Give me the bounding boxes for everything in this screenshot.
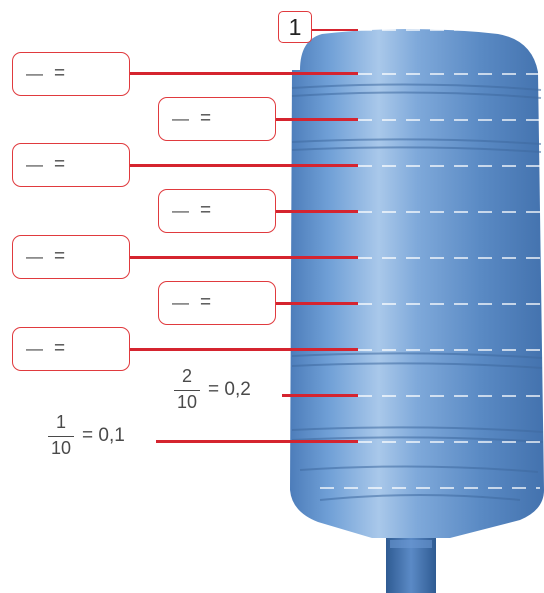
answer-box-1[interactable]: — =	[12, 52, 130, 96]
leader-line-6	[276, 302, 358, 305]
fraction-blank: —	[172, 293, 190, 312]
leader-line-7	[130, 348, 358, 351]
top-level-label: 1	[278, 11, 312, 43]
fraction-bar	[174, 390, 200, 391]
answer-box-2[interactable]: — =	[158, 97, 276, 141]
equals-sign: =	[200, 292, 212, 313]
bottle-body	[290, 29, 544, 538]
fraction-blank: —	[26, 247, 44, 266]
fraction-bar	[48, 436, 74, 437]
denominator: 10	[176, 392, 198, 412]
equals-sign: =	[54, 338, 66, 359]
answer-box-6[interactable]: — =	[158, 281, 276, 325]
answer-box-3[interactable]: — =	[12, 143, 130, 187]
leader-line-3	[130, 164, 358, 167]
equals-sign: =	[54, 154, 66, 175]
fraction-blank: —	[172, 109, 190, 128]
decimal-value: = 0,2	[208, 379, 251, 400]
numerator: 2	[181, 366, 192, 386]
equals-sign: =	[200, 200, 212, 221]
denominator: 10	[50, 438, 72, 458]
fraction-blank: —	[26, 339, 44, 358]
leader-line-8	[282, 394, 358, 397]
leader-line-1	[130, 72, 358, 75]
fraction-blank: —	[172, 201, 190, 220]
numerator: 1	[55, 412, 66, 432]
leader-line-4	[276, 210, 358, 213]
answer-box-7[interactable]: — =	[12, 327, 130, 371]
equals-sign: =	[54, 246, 66, 267]
leader-line-2	[276, 118, 358, 121]
level-ticks	[320, 29, 540, 489]
decimal-value: = 0,1	[82, 425, 125, 446]
equals-sign: =	[200, 108, 212, 129]
leader-line-5	[130, 256, 358, 259]
fraction-blank: —	[26, 155, 44, 174]
equals-sign: =	[54, 63, 66, 84]
answer-box-5[interactable]: — =	[12, 235, 130, 279]
fraction-blank: —	[26, 64, 44, 83]
answer-box-4[interactable]: — =	[158, 189, 276, 233]
leader-line-9	[156, 440, 358, 443]
